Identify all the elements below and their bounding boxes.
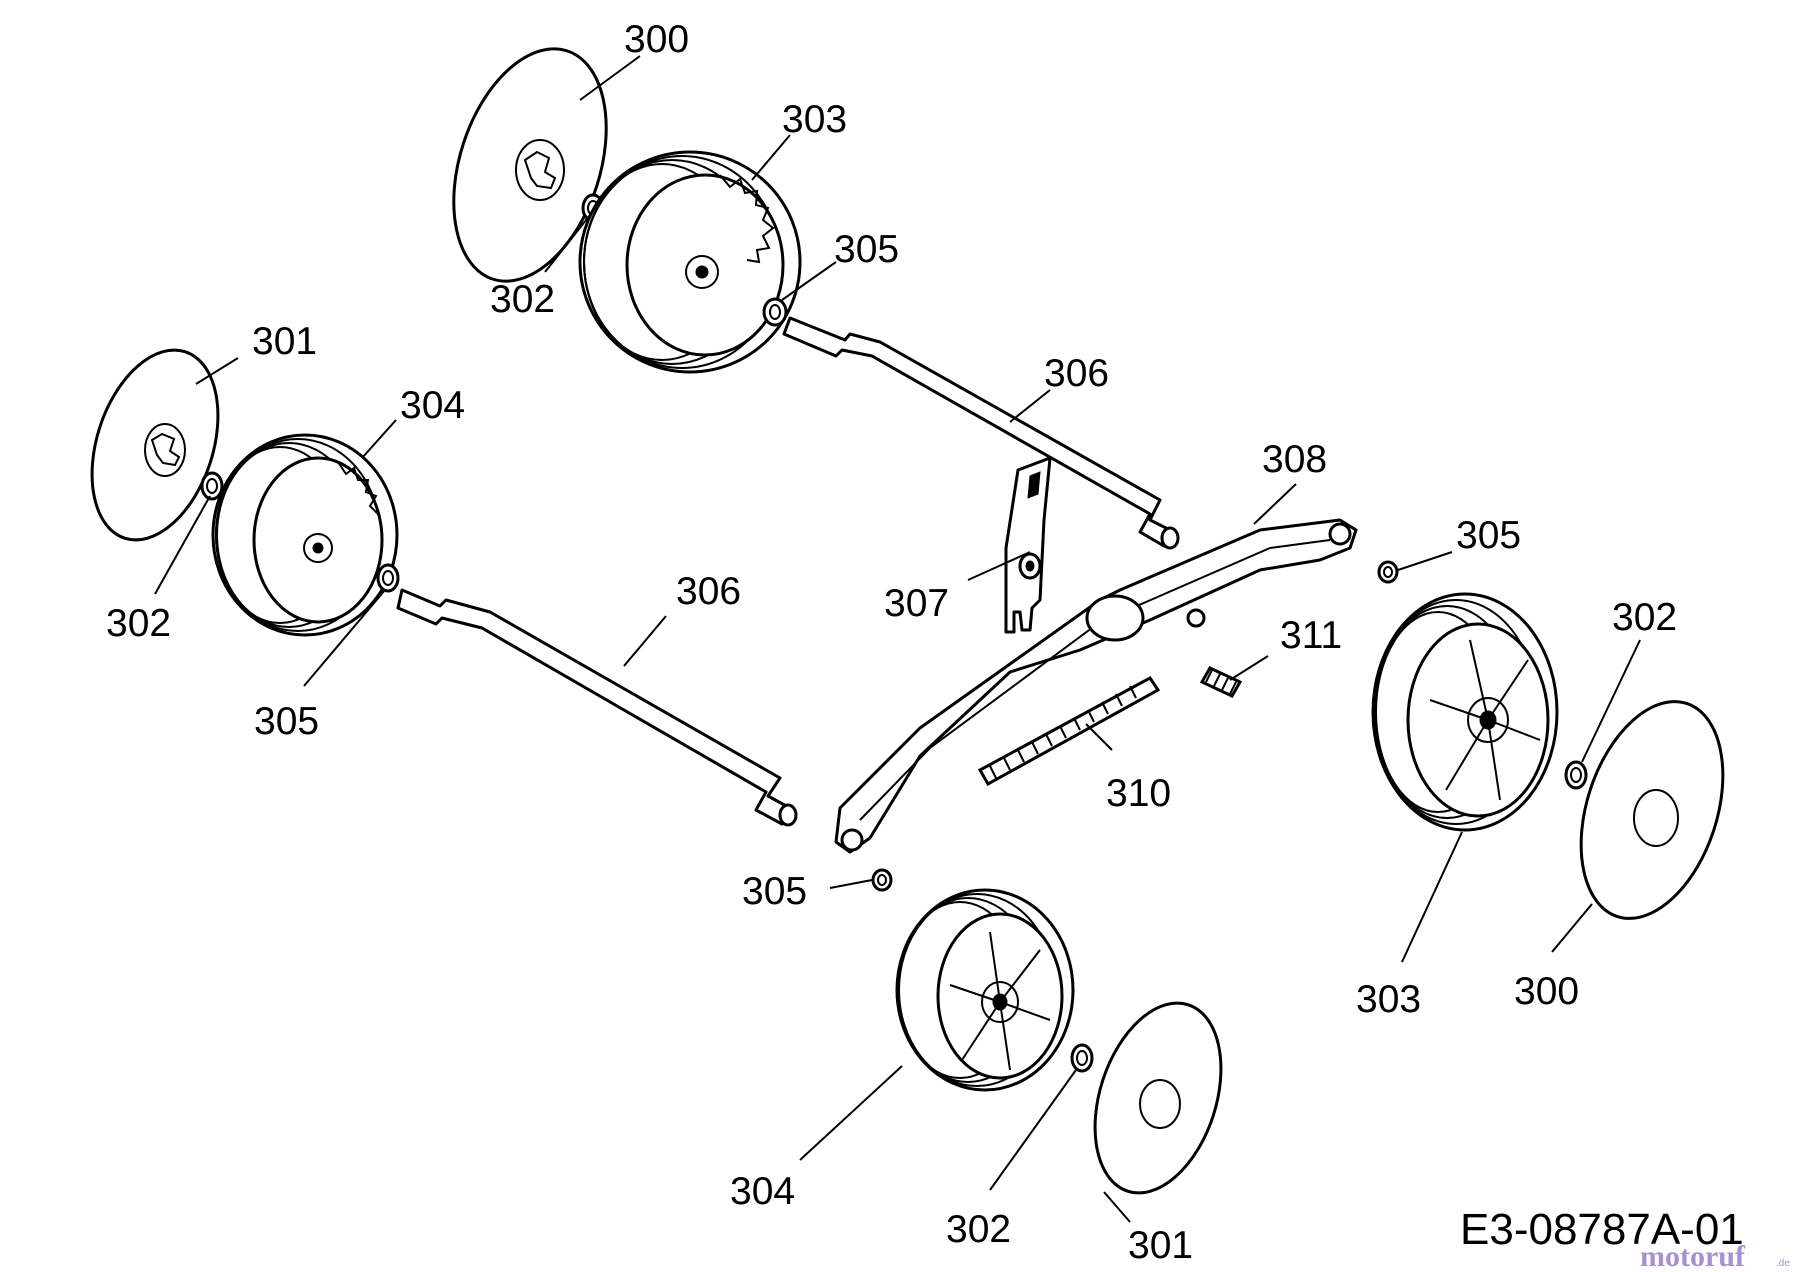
wheel-303-top [578, 150, 802, 374]
callout-304-left: 304 [400, 384, 465, 427]
wheel-303-right [1371, 592, 1559, 832]
washer-305-left [376, 563, 400, 593]
lock-washer-302-bottom [1070, 1043, 1094, 1073]
callout-303-right: 303 [1356, 978, 1421, 1021]
hubcap-300-top [452, 47, 608, 283]
lever-307 [1004, 456, 1052, 634]
spring-310 [977, 676, 1161, 787]
callout-310: 310 [1106, 772, 1171, 815]
callout-303-top: 303 [782, 98, 847, 141]
callout-labels: 300 303 305 302 301 304 306 302 306 305 … [106, 18, 1677, 1267]
washer-305-right [1377, 560, 1399, 584]
callout-301-left: 301 [252, 320, 317, 363]
hubcap-301-left [90, 348, 220, 542]
callout-311: 311 [1280, 614, 1342, 657]
axle-306-top [782, 316, 1180, 550]
callout-300-right: 300 [1514, 970, 1579, 1013]
callout-304-bottom: 304 [730, 1170, 795, 1213]
lock-washer-302-left [200, 471, 224, 501]
callout-305-lower: 305 [742, 870, 807, 913]
hubcap-301-bottom [1093, 1001, 1223, 1195]
callout-302-bottom: 302 [946, 1208, 1011, 1251]
callout-306-left: 306 [676, 570, 741, 613]
axle-306-left [396, 588, 798, 827]
watermark-suffix: .de [1776, 1258, 1790, 1269]
lock-washer-302-right [1564, 760, 1588, 790]
callout-306-top: 306 [1044, 352, 1109, 395]
drawing-code: E3-08787A-01 [1460, 1205, 1744, 1254]
washer-305-lower [871, 868, 893, 892]
wheel-304-bottom [895, 888, 1075, 1092]
callout-302-left: 302 [106, 602, 171, 645]
leader-lines [154, 55, 1641, 1223]
callout-307: 307 [884, 582, 949, 625]
callout-302-right: 302 [1612, 596, 1677, 639]
callout-305-right: 305 [1456, 514, 1521, 557]
axle-arm-308 [834, 518, 1358, 854]
watermark-text: motoruf [1640, 1240, 1746, 1272]
washer-305-top [762, 297, 788, 327]
callout-301-bottom: 301 [1128, 1224, 1193, 1267]
watermark-logo: motoruf .de [1640, 1240, 1790, 1272]
wheel-304-left [211, 433, 399, 637]
hubcap-300-right [1579, 700, 1725, 920]
callout-305-left: 305 [254, 700, 319, 743]
callout-300-top: 300 [624, 18, 689, 61]
callout-305-top: 305 [834, 228, 899, 271]
callout-308: 308 [1262, 438, 1327, 481]
bushing-311 [1199, 666, 1243, 698]
callout-302-top: 302 [490, 278, 555, 321]
